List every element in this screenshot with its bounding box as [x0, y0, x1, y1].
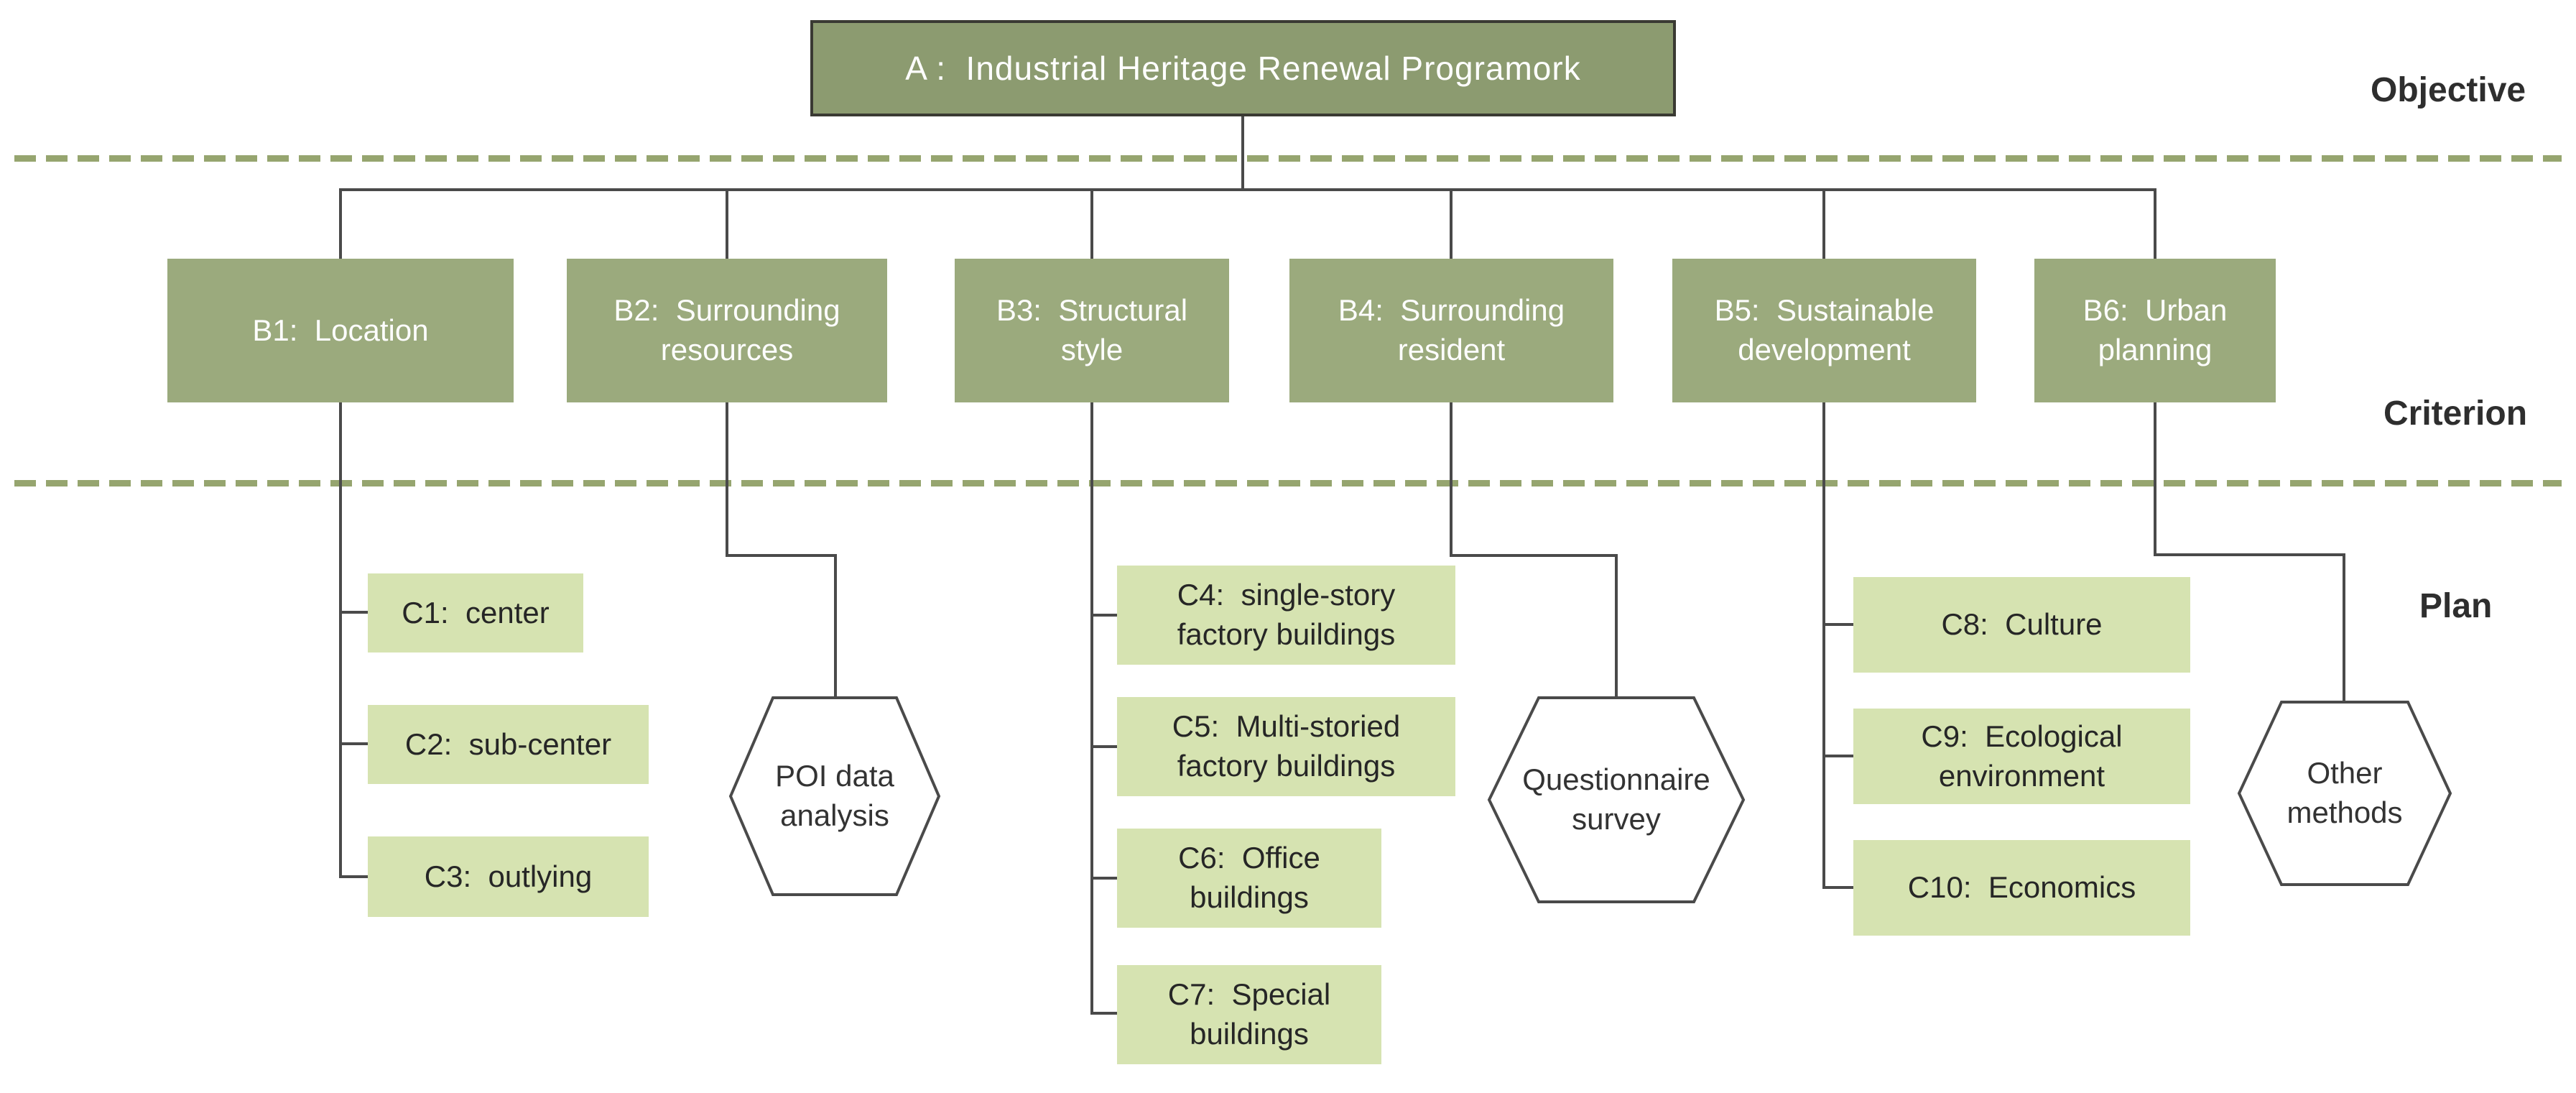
connector-b3-tick-c4	[1090, 614, 1119, 617]
connector-b1-tick-c2	[339, 742, 371, 745]
connector-b1-stem	[339, 402, 342, 878]
connector-b1-tick-c1	[339, 611, 371, 614]
node-b1-location: B1: Location	[167, 259, 514, 402]
node-c10-economics: C10: Economics	[1853, 840, 2190, 936]
node-c9-ecological-environment: C9: Ecological environment	[1853, 709, 2190, 804]
divider-criterion-plan	[14, 480, 2562, 486]
connector-criteria-rail	[339, 188, 2156, 191]
connector-b4-elbow-down	[1450, 402, 1453, 557]
connector-b4-elbow-to-hexagon	[1615, 554, 1618, 698]
connector-b3-tick-c7	[1090, 1012, 1119, 1015]
connector-b5-tick-c10	[1822, 886, 1855, 889]
connector-b2-elbow-to-hexagon	[834, 554, 837, 698]
level-label-objective: Objective	[2371, 71, 2526, 109]
connector-b2-elbow-down	[726, 402, 728, 557]
node-c2-sub-center: C2: sub-center	[368, 705, 649, 784]
connector-drop-b6	[2154, 188, 2156, 260]
connector-b6-elbow-across	[2154, 553, 2345, 556]
connector-b3-tick-c6	[1090, 877, 1119, 880]
node-c6-office-buildings: C6: Office buildings	[1117, 829, 1381, 928]
connector-drop-b5	[1822, 188, 1825, 260]
connector-b5-tick-c8	[1822, 623, 1855, 626]
node-c5-multi-storied-factory-buildings: C5: Multi-storied factory buildings	[1117, 697, 1455, 796]
connector-b5-stem	[1822, 402, 1825, 889]
hexagon-other-methods	[2237, 701, 2452, 886]
node-c1-center: C1: center	[368, 573, 583, 652]
node-b5-sustainable-development: B5: Sustainable development	[1672, 259, 1976, 402]
hexagon-poi-label: POI data analysis	[775, 759, 894, 832]
connector-b1-tick-c3	[339, 875, 371, 878]
connector-drop-b4	[1450, 188, 1453, 260]
node-b2-surrounding-resources: B2: Surrounding resources	[567, 259, 887, 402]
node-a-root: A : Industrial Heritage Renewal Programo…	[810, 20, 1676, 116]
connector-b2-elbow-across	[726, 554, 837, 557]
level-label-plan: Plan	[2419, 587, 2493, 625]
node-c7-special-buildings: C7: Special buildings	[1117, 965, 1381, 1064]
node-c3-outlying: C3: outlying	[368, 836, 649, 917]
hexagon-questionnaire-label: Questionnaire survey	[1522, 762, 1710, 836]
connector-b3-tick-c5	[1090, 745, 1119, 748]
node-b4-surrounding-resident: B4: Surrounding resident	[1289, 259, 1613, 402]
connector-b6-elbow-to-hexagon	[2343, 553, 2345, 701]
connector-drop-b1	[339, 188, 342, 260]
divider-objective-criterion	[14, 155, 2562, 162]
connector-drop-b3	[1090, 188, 1093, 260]
level-label-criterion: Criterion	[2383, 395, 2528, 433]
connector-drop-b2	[726, 188, 728, 260]
hexagon-other-methods-label: Other methods	[2287, 756, 2403, 829]
connector-b4-elbow-across	[1450, 554, 1618, 557]
connector-b3-stem	[1090, 402, 1093, 1015]
node-c8-culture: C8: Culture	[1853, 577, 2190, 673]
connector-b5-tick-c9	[1822, 755, 1855, 757]
connector-b6-elbow-down	[2154, 402, 2156, 556]
hexagon-questionnaire-survey	[1487, 696, 1746, 903]
node-b3-structural-style: B3: Structural style	[955, 259, 1229, 402]
node-b6-urban-planning: B6: Urban planning	[2034, 259, 2276, 402]
connector-root-trunk	[1241, 116, 1244, 191]
hexagon-poi-data-analysis	[728, 696, 941, 896]
node-c4-single-story-factory-buildings: C4: single-story factory buildings	[1117, 566, 1455, 665]
